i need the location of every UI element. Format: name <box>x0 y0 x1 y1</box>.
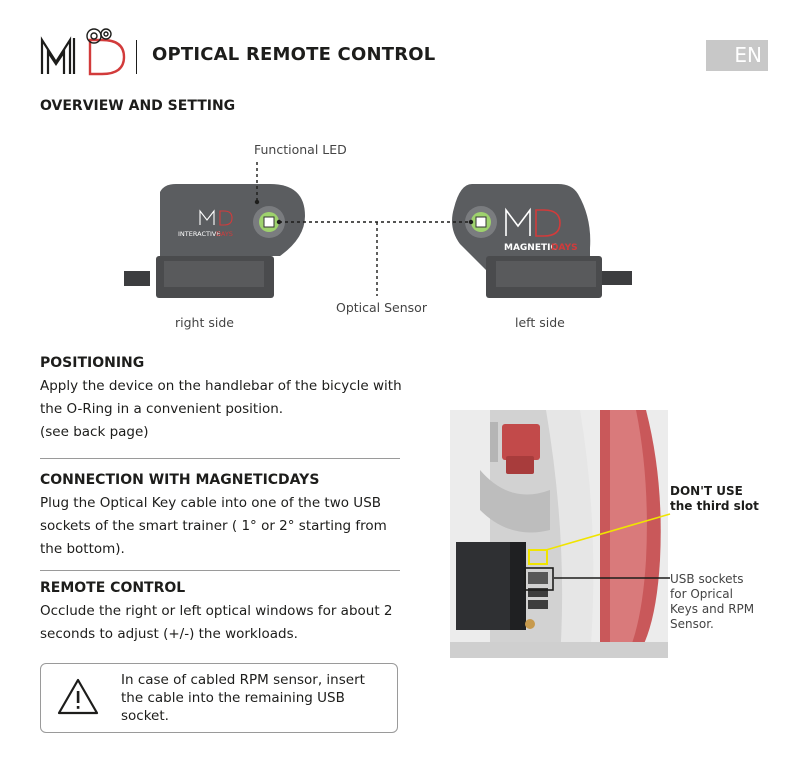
overview-heading: OVERVIEW AND SETTING <box>40 98 236 114</box>
positioning-text: Apply the device on the handlebar of the… <box>40 378 402 440</box>
svg-text:DAYS: DAYS <box>216 230 233 238</box>
warning-icon <box>57 678 99 715</box>
page-title: OPTICAL REMOTE CONTROL <box>152 44 436 65</box>
usb-annotation: USB sockets for Oprical Keys and RPM Sen… <box>670 572 755 631</box>
right-device-brand-text: INTERACTIVE <box>178 230 220 238</box>
right-side-caption: right side <box>175 315 234 330</box>
divider-2 <box>40 570 400 571</box>
language-badge: EN <box>706 40 768 71</box>
brand-logo <box>40 26 130 78</box>
left-device-brand-red: DAYS <box>551 243 578 253</box>
warning-text: In case of cabled RPM sensor, insert the… <box>121 672 365 724</box>
trainer-illustration <box>450 410 668 658</box>
left-side-device: MAGNETIC DAYS <box>452 184 632 298</box>
divider-1 <box>40 458 400 459</box>
header-divider <box>136 40 137 74</box>
left-side-caption: left side <box>515 315 565 330</box>
remote-text: Occlude the right or left optical window… <box>40 603 393 642</box>
left-device-brand-text: MAGNETIC <box>504 243 557 253</box>
right-side-device: INTERACTIVE DAYS <box>124 184 305 298</box>
sensor-label: Optical Sensor <box>336 300 427 315</box>
dont-use-annotation: DON'T USE the third slot <box>670 484 759 513</box>
connection-heading: CONNECTION WITH MAGNETICDAYS <box>40 472 320 488</box>
warning-box <box>40 663 398 733</box>
trainer-annotation-lines <box>545 513 671 579</box>
remote-heading: REMOTE CONTROL <box>40 580 186 596</box>
connection-text: Plug the Optical Key cable into one of t… <box>40 495 387 557</box>
positioning-heading: POSITIONING <box>40 355 145 371</box>
devices-illustration: INTERACTIVE DAYS MAGNETIC DAYS <box>124 162 632 298</box>
led-label: Functional LED <box>254 142 347 157</box>
